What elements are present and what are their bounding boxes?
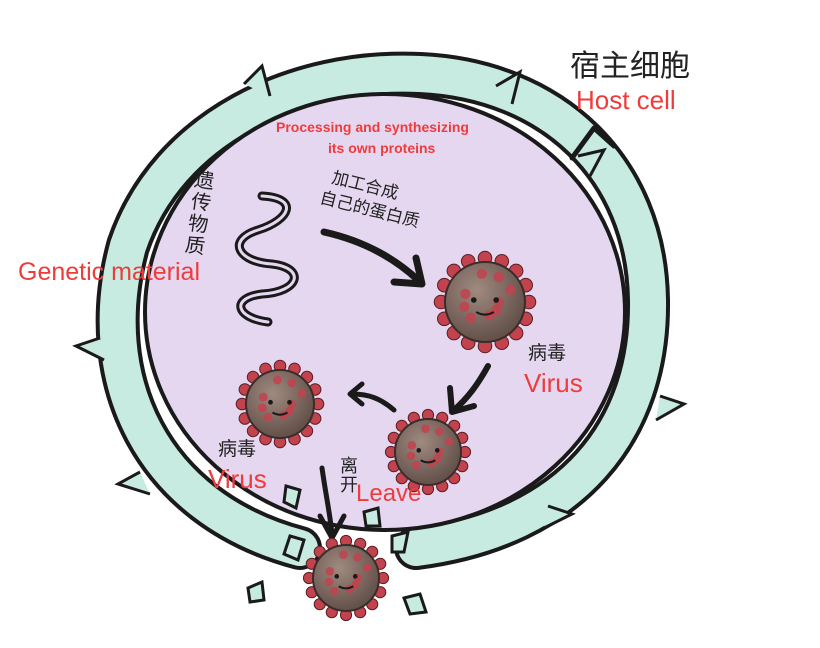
virus-right-label-zh: 病毒 bbox=[528, 342, 567, 364]
membrane-spike bbox=[543, 504, 576, 530]
host-cell-label-zh: 宿主细胞 bbox=[570, 49, 690, 84]
membrane-spike bbox=[577, 147, 607, 177]
virus-right-label-en: Virus bbox=[524, 368, 583, 398]
virus-left-label-zh: 病毒 bbox=[218, 438, 257, 460]
host-cell-arrow bbox=[569, 125, 617, 161]
virus-particle-lower-right bbox=[384, 408, 472, 496]
membrane-fragments bbox=[246, 484, 429, 616]
membrane-fill bbox=[99, 55, 667, 566]
leave-label-zh: 离开 bbox=[340, 456, 358, 496]
membrane-spike bbox=[114, 470, 151, 496]
virus-layer bbox=[235, 250, 537, 622]
membrane-spike bbox=[655, 394, 688, 422]
process-label-en-line1: Processing and synthesizing bbox=[276, 119, 469, 135]
virus-particle-leaving bbox=[302, 534, 390, 622]
host-cell-membrane bbox=[72, 51, 688, 570]
genetic-label-en: Genetic material bbox=[18, 258, 201, 286]
leave-label-en: Leave bbox=[356, 480, 422, 507]
virus-left-label-en: Virus bbox=[208, 464, 267, 494]
virus-particle-left bbox=[235, 359, 325, 449]
membrane-spike bbox=[495, 68, 523, 105]
synthesis-arrow bbox=[320, 228, 426, 288]
process-label-en-line2: its own proteins bbox=[328, 140, 436, 156]
release-arrow-left bbox=[347, 381, 397, 413]
assembly-arrow bbox=[447, 363, 491, 415]
membrane-spike bbox=[72, 336, 105, 362]
membrane-spike bbox=[242, 63, 272, 97]
host-cell-label-en: Host cell bbox=[576, 85, 676, 115]
virus-particle-top-right bbox=[433, 250, 537, 354]
